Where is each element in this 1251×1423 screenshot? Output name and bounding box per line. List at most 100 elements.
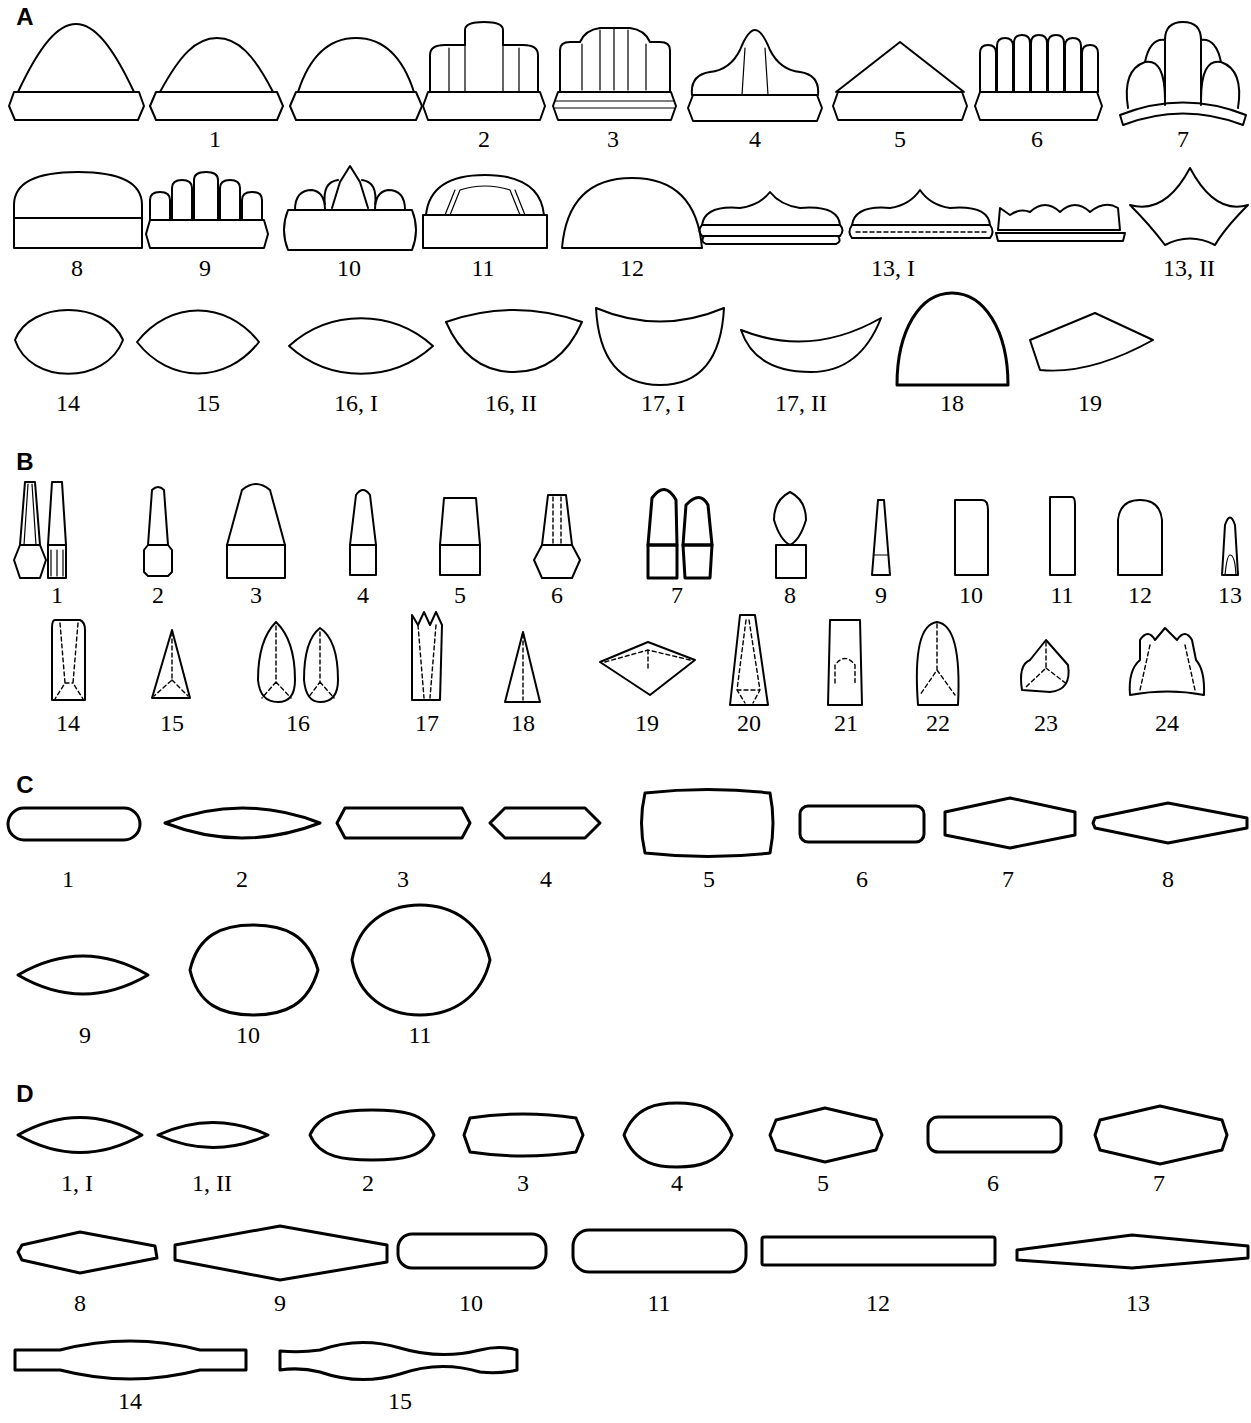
shape-outline (18, 1118, 142, 1153)
shape-outline (1025, 642, 1068, 688)
shape-outline (996, 233, 1125, 241)
shape-outline (742, 48, 768, 95)
shape-outline (9, 92, 144, 120)
figure-number: 4 (671, 1170, 683, 1196)
shape-outline (648, 545, 677, 578)
shape-outline (18, 24, 134, 92)
shape-outline (144, 545, 172, 576)
shape-outline (770, 1108, 882, 1162)
shape-outline (980, 35, 1098, 92)
shape-outline (350, 545, 376, 575)
shape-outline (522, 634, 523, 700)
figure-number: 15 (196, 390, 220, 416)
shape-outline (150, 172, 262, 220)
shape-outline (1050, 497, 1075, 575)
figure-number: 4 (357, 582, 369, 608)
shape-outline (490, 808, 600, 838)
shape-outline (55, 623, 83, 699)
figure-number: 8 (1162, 866, 1174, 892)
figure-number: 7 (1002, 866, 1014, 892)
figure-number: 8 (71, 255, 83, 281)
figure-number: 13, I (871, 255, 915, 281)
figure-number: 11 (1050, 582, 1073, 608)
shape-outline (258, 622, 295, 702)
shape-outline (582, 28, 646, 90)
shape-outline (928, 1117, 1061, 1152)
shape-outline (1021, 640, 1069, 692)
figure-number: 6 (987, 1170, 999, 1196)
shape-outline (449, 45, 519, 92)
figure-number: 10 (959, 582, 983, 608)
shape-outline (534, 545, 580, 578)
figure-number: 2 (152, 582, 164, 608)
figure-number: 12 (620, 255, 644, 281)
shape-outline (762, 1237, 995, 1265)
figure-number: 12 (1128, 582, 1152, 608)
shape-outline (148, 487, 168, 545)
figure-number: 2 (236, 866, 248, 892)
shape-outline (737, 620, 760, 703)
figure-number: 8 (784, 582, 796, 608)
figure-number: 1 (209, 126, 221, 152)
panel-b-row-2 (52, 612, 1204, 705)
figure-number: 10 (459, 1290, 483, 1316)
shape-outline (350, 490, 376, 545)
panel-a-row-2 (14, 166, 1248, 250)
figure-number: 3 (607, 126, 619, 152)
panel-letter: D (16, 1081, 33, 1107)
shape-outline (51, 550, 63, 576)
shape-outline (337, 808, 470, 838)
shape-outline (227, 484, 285, 545)
figure-number: 5 (703, 866, 715, 892)
figure-number: 7 (1153, 1170, 1165, 1196)
figure-number: 18 (511, 710, 535, 736)
figure-number: 13 (1218, 582, 1242, 608)
figure-number: 10 (337, 255, 361, 281)
shape-outline (1127, 22, 1239, 108)
figure-number: 4 (540, 866, 552, 892)
figure-number: 22 (926, 710, 950, 736)
shape-outline (160, 38, 273, 92)
shape-outline (310, 1110, 434, 1160)
shape-outline (48, 545, 66, 578)
shape-outline (998, 205, 1120, 230)
panel-a-row-1 (9, 22, 1246, 125)
shape-outline (560, 28, 670, 92)
shape-outline (505, 632, 540, 702)
shape-outline (1118, 500, 1162, 575)
shape-outline (874, 554, 888, 555)
shape-outline (430, 22, 538, 92)
shape-outline (423, 215, 547, 248)
shape-outline (52, 620, 85, 700)
figure-number: 3 (397, 866, 409, 892)
shape-outline (1120, 103, 1246, 126)
figure-number: 1 (62, 866, 74, 892)
shape-outline (423, 92, 545, 120)
shape-outline (920, 624, 955, 695)
panel-c (8, 790, 1247, 1016)
figure-number: 7 (671, 582, 683, 608)
shape-outline (1222, 518, 1238, 576)
shape-outline (175, 1226, 387, 1280)
shape-outline (828, 620, 862, 705)
figure-number: 9 (199, 255, 211, 281)
shape-outline (24, 484, 36, 545)
figure-number: 6 (1031, 126, 1043, 152)
shape-outline (835, 659, 855, 684)
figure-number: 4 (749, 126, 761, 152)
shape-outline (683, 545, 712, 578)
shape-outline (1095, 1106, 1227, 1164)
figure-number: 20 (737, 710, 761, 736)
shape-outline (464, 1114, 583, 1156)
shape-outline (152, 630, 190, 698)
shape-outline (955, 500, 988, 575)
shape-outline (555, 101, 674, 108)
shape-outline (426, 175, 544, 215)
shape-outline (190, 925, 318, 1015)
figure-number: 2 (362, 1170, 374, 1196)
shape-outline (776, 545, 806, 578)
shape-outline (833, 92, 967, 120)
figure-number: 16, I (334, 390, 378, 416)
shape-outline (836, 42, 964, 92)
shape-outline (702, 236, 839, 244)
